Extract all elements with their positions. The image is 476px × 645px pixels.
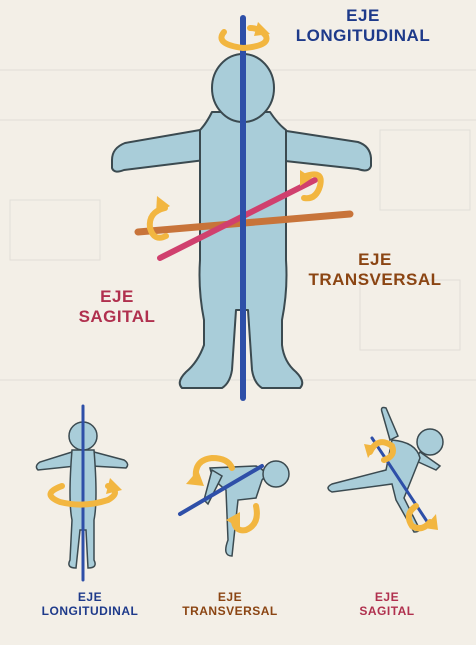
example-sagital-figure [327, 406, 444, 533]
main-transversal-label: EJE TRANSVERSAL [300, 250, 450, 291]
main-transversal-rotation-arrow [146, 196, 170, 241]
main-longitudinal-label-line1: EJE [346, 6, 380, 25]
example-transversal-axis [178, 464, 264, 516]
example-transversal-label: EJE TRANSVERSAL [170, 590, 290, 619]
example-transversal-label-line2: TRANSVERSAL [182, 604, 278, 619]
example-sagital-label-line2: SAGITAL [359, 604, 415, 619]
example-longitudinal-rotation-arrow [47, 478, 122, 508]
example-sagital-rotation-arrow-bottom [405, 503, 438, 532]
example-longitudinal-label-line1: EJE [77, 590, 103, 604]
main-longitudinal-label-line2: LONGITUDINAL [295, 26, 431, 46]
example-transversal-rotation-arrow-top [186, 454, 235, 486]
example-sagital-label: EJE SAGITAL [332, 590, 442, 619]
example-transversal-rotation-arrow-bottom [226, 503, 260, 534]
main-sagital-rotation-arrow [300, 170, 324, 202]
main-transversal-label-line1: EJE [358, 250, 392, 269]
main-transversal-label-line2: TRANSVERSAL [308, 270, 442, 290]
example-transversal-figure [203, 460, 290, 557]
example-sagital-label-line1: EJE [374, 590, 400, 604]
main-sagital-label-line2: SAGITAL [78, 307, 156, 327]
main-sagital-label: EJE SAGITAL [62, 287, 172, 328]
example-sagital-rotation-arrow-top [364, 439, 396, 463]
example-longitudinal-label-line2: LONGITUDINAL [41, 604, 139, 619]
example-sagital-axis [370, 436, 432, 528]
main-longitudinal-label: EJE LONGITUDINAL [283, 6, 443, 47]
main-sagital-axis [157, 177, 318, 261]
main-longitudinal-rotation-arrow [218, 22, 270, 52]
example-transversal-label-line1: EJE [217, 590, 243, 604]
main-sagital-label-line1: EJE [100, 287, 134, 306]
example-longitudinal-label: EJE LONGITUDINAL [30, 590, 150, 619]
